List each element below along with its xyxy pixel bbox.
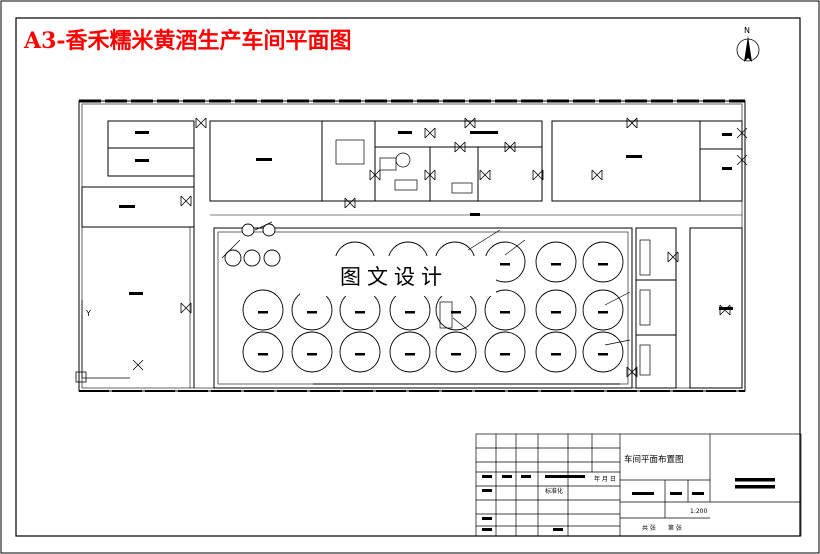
title-block-placeholders (482, 475, 775, 531)
north-arrow-icon: N (736, 26, 760, 62)
title-block (475, 433, 802, 537)
title-block-sheets-total: 共 张 (642, 524, 656, 532)
overlay-label-background (300, 256, 496, 296)
drawing-title: A3-香禾糯米黄酒生产车间平面图 (23, 28, 352, 54)
overlay-label: 图文设计 (340, 265, 448, 289)
title-block-sheet-no: 第 张 (668, 524, 682, 532)
building-outline (78, 99, 746, 392)
axis-y-label: Y (85, 309, 91, 318)
title-block-standard: 标准化 (545, 487, 563, 495)
room-walls (81, 120, 743, 389)
title-block-scale: 1:200 (690, 508, 707, 515)
fermentation-tanks (224, 223, 624, 373)
drawing-frame (15, 17, 801, 537)
equipment-symbols (221, 139, 651, 376)
title-block-drawing-name: 车间平面布置图 (624, 454, 684, 465)
ucs-axis-icon (75, 300, 144, 383)
north-label: N (744, 26, 750, 35)
title-block-date: 年 月 日 (594, 475, 616, 483)
